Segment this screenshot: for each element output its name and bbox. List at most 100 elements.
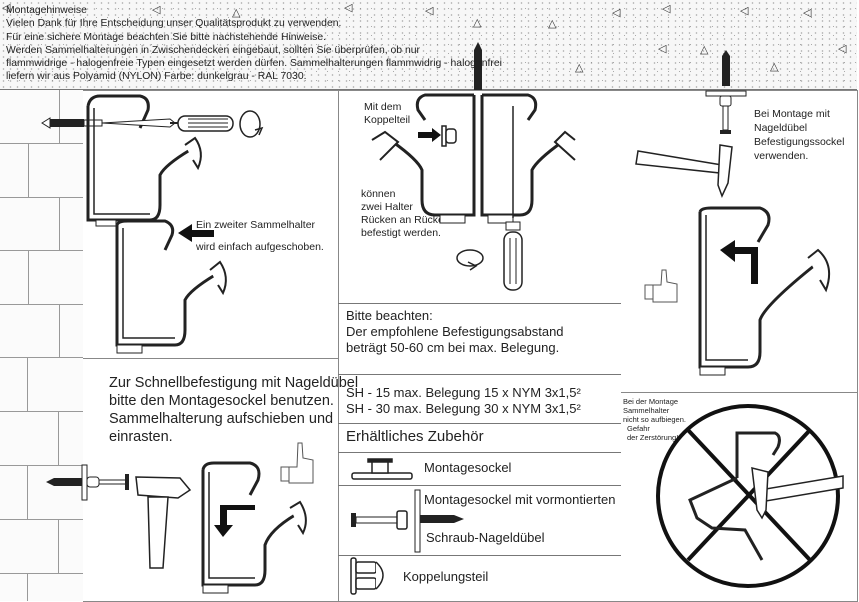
accessory-label: Schraub-Nageldübel <box>426 530 545 545</box>
divider <box>338 374 621 375</box>
intro-text: Montagehinweise Vielen Dank für Ihre Ent… <box>6 4 502 84</box>
ceiling-mount-line: verwenden. <box>754 150 809 162</box>
aggregate-icon: △ <box>548 18 557 30</box>
holder-base-icon <box>439 214 466 224</box>
screwdriver-icon <box>101 115 234 132</box>
accessory-label: Koppelungsteil <box>403 569 489 584</box>
aggregate-icon: ◁ <box>838 43 847 55</box>
aggregate-icon: ◁ <box>2 2 11 14</box>
holder-base-icon <box>487 214 514 224</box>
cable-holder-icon <box>392 93 563 217</box>
aggregate-icon: △ <box>770 61 779 73</box>
prohibition-icon <box>656 404 840 588</box>
quick-mount-line: Sammelhalterung aufschieben und <box>109 411 334 427</box>
aggregate-icon: △ <box>232 7 241 19</box>
divider <box>338 452 621 453</box>
thumbs-up-icon <box>280 442 314 484</box>
warning-line: Bei der Montage <box>623 397 679 406</box>
base-with-dowel-icon <box>351 489 464 553</box>
intro-title: Montagehinweise <box>6 5 87 16</box>
aggregate-icon: ◁ <box>658 43 667 55</box>
holder-hook-icon <box>209 260 227 296</box>
ceiling-concrete <box>0 0 857 90</box>
warning-line: der Zerstörung! <box>627 433 679 442</box>
coupling-part-icon <box>350 557 384 595</box>
ceiling-screw-icon <box>474 42 482 90</box>
ceiling-mount-line: Nageldübel <box>754 122 808 134</box>
arrow-down-icon <box>214 505 255 537</box>
spacing-note-line: beträgt 50-60 cm bei max. Belegung. <box>346 340 560 355</box>
coupling-caption-bottom: können zwei Halter Rücken an Rücken befe… <box>361 188 450 240</box>
ceiling-mount-line: Bei Montage mit <box>754 108 830 120</box>
intro-line: Vielen Dank für Ihre Entscheidung unser … <box>6 18 342 30</box>
hammer-icon <box>135 476 192 569</box>
aggregate-icon: ◁ <box>612 7 621 19</box>
divider <box>338 423 621 424</box>
hammer-icon <box>751 467 844 520</box>
holder-hook-icon <box>553 130 576 161</box>
holder-hook-icon <box>289 500 307 536</box>
holder-hook-icon <box>184 136 202 171</box>
quick-mount-line: Zur Schnellbefestigung mit Nageldübel <box>109 375 359 391</box>
thumbs-up-icon <box>644 269 678 303</box>
arrow-left-icon <box>178 224 214 242</box>
rotate-arrow-icon <box>456 249 484 271</box>
coupling-caption-top: Mit dem Koppelteil <box>364 101 410 127</box>
arrow-up-left-icon <box>720 240 758 284</box>
holder-base-icon <box>699 366 726 376</box>
aggregate-icon: △ <box>700 44 709 56</box>
divider <box>338 485 621 486</box>
holder-base-icon <box>202 584 229 594</box>
divider <box>338 555 621 556</box>
intro-line: Für eine sichere Montage beachten Sie bi… <box>6 31 326 43</box>
cable-holder-icon <box>201 461 296 587</box>
aggregate-icon: ◁ <box>344 2 353 14</box>
holder-hook-icon <box>807 248 831 293</box>
rotate-arrow-icon <box>239 110 264 138</box>
holder-base-icon <box>116 344 143 354</box>
coupling-line: zwei Halter <box>361 201 413 213</box>
arrow-right-icon <box>418 128 441 142</box>
coupling-line: Rücken an Rücken <box>361 214 450 226</box>
spacing-note-line: Bitte beachten: <box>346 308 433 323</box>
coupling-line: Koppelteil <box>364 114 411 126</box>
brick-wall <box>0 90 84 601</box>
quick-mount-line: bitte den Montagesockel benutzen. <box>109 393 334 409</box>
bent-holder-icon <box>688 431 781 561</box>
panel-wall-mount <box>83 90 339 360</box>
aggregate-icon: ◁ <box>803 7 812 19</box>
aggregate-icon: ◁ <box>425 5 434 17</box>
intro-line: liefern wir aus Polyamid (NYLON) Farbe: … <box>6 71 307 83</box>
screwdriver-icon <box>503 106 523 291</box>
accessories-heading: Erhältliches Zubehör <box>346 428 484 445</box>
aggregate-icon: ◁ <box>740 5 749 17</box>
cable-holder-icon <box>115 219 216 347</box>
holder-hook-icon <box>371 130 400 161</box>
ceiling-mount-caption: Bei Montage mit Nageldübel Befestigungss… <box>754 107 844 163</box>
hammer-icon <box>635 144 733 198</box>
intro-line: Werden Sammelhalterungen in Zwischendeck… <box>6 44 420 56</box>
accessory-label: Montagesockel <box>424 460 512 475</box>
coupling-line: können <box>361 188 396 200</box>
warning-caption: Bei der Montage Sammelhalter nicht so au… <box>623 397 686 442</box>
nail-dowel-icon <box>705 50 747 134</box>
aggregate-icon: ◁ <box>662 3 671 15</box>
aggregate-icon: ◁ <box>152 4 161 16</box>
panel-warning <box>621 392 858 602</box>
ceiling-mount-line: Befestigungssockel <box>754 136 845 148</box>
capacity-note-line: SH - 15 max. Belegung 15 x NYM 3x1,5² <box>346 385 581 400</box>
holder-base-icon <box>95 219 117 227</box>
mounting-base-icon <box>351 458 413 480</box>
nail-dowel-icon <box>46 464 129 501</box>
warning-line: Sammelhalter <box>623 406 670 415</box>
coupling-line: Mit dem <box>364 101 402 113</box>
quick-mount-line: einrasten. <box>109 429 173 445</box>
divider <box>338 303 621 304</box>
aggregate-icon: △ <box>473 17 482 29</box>
